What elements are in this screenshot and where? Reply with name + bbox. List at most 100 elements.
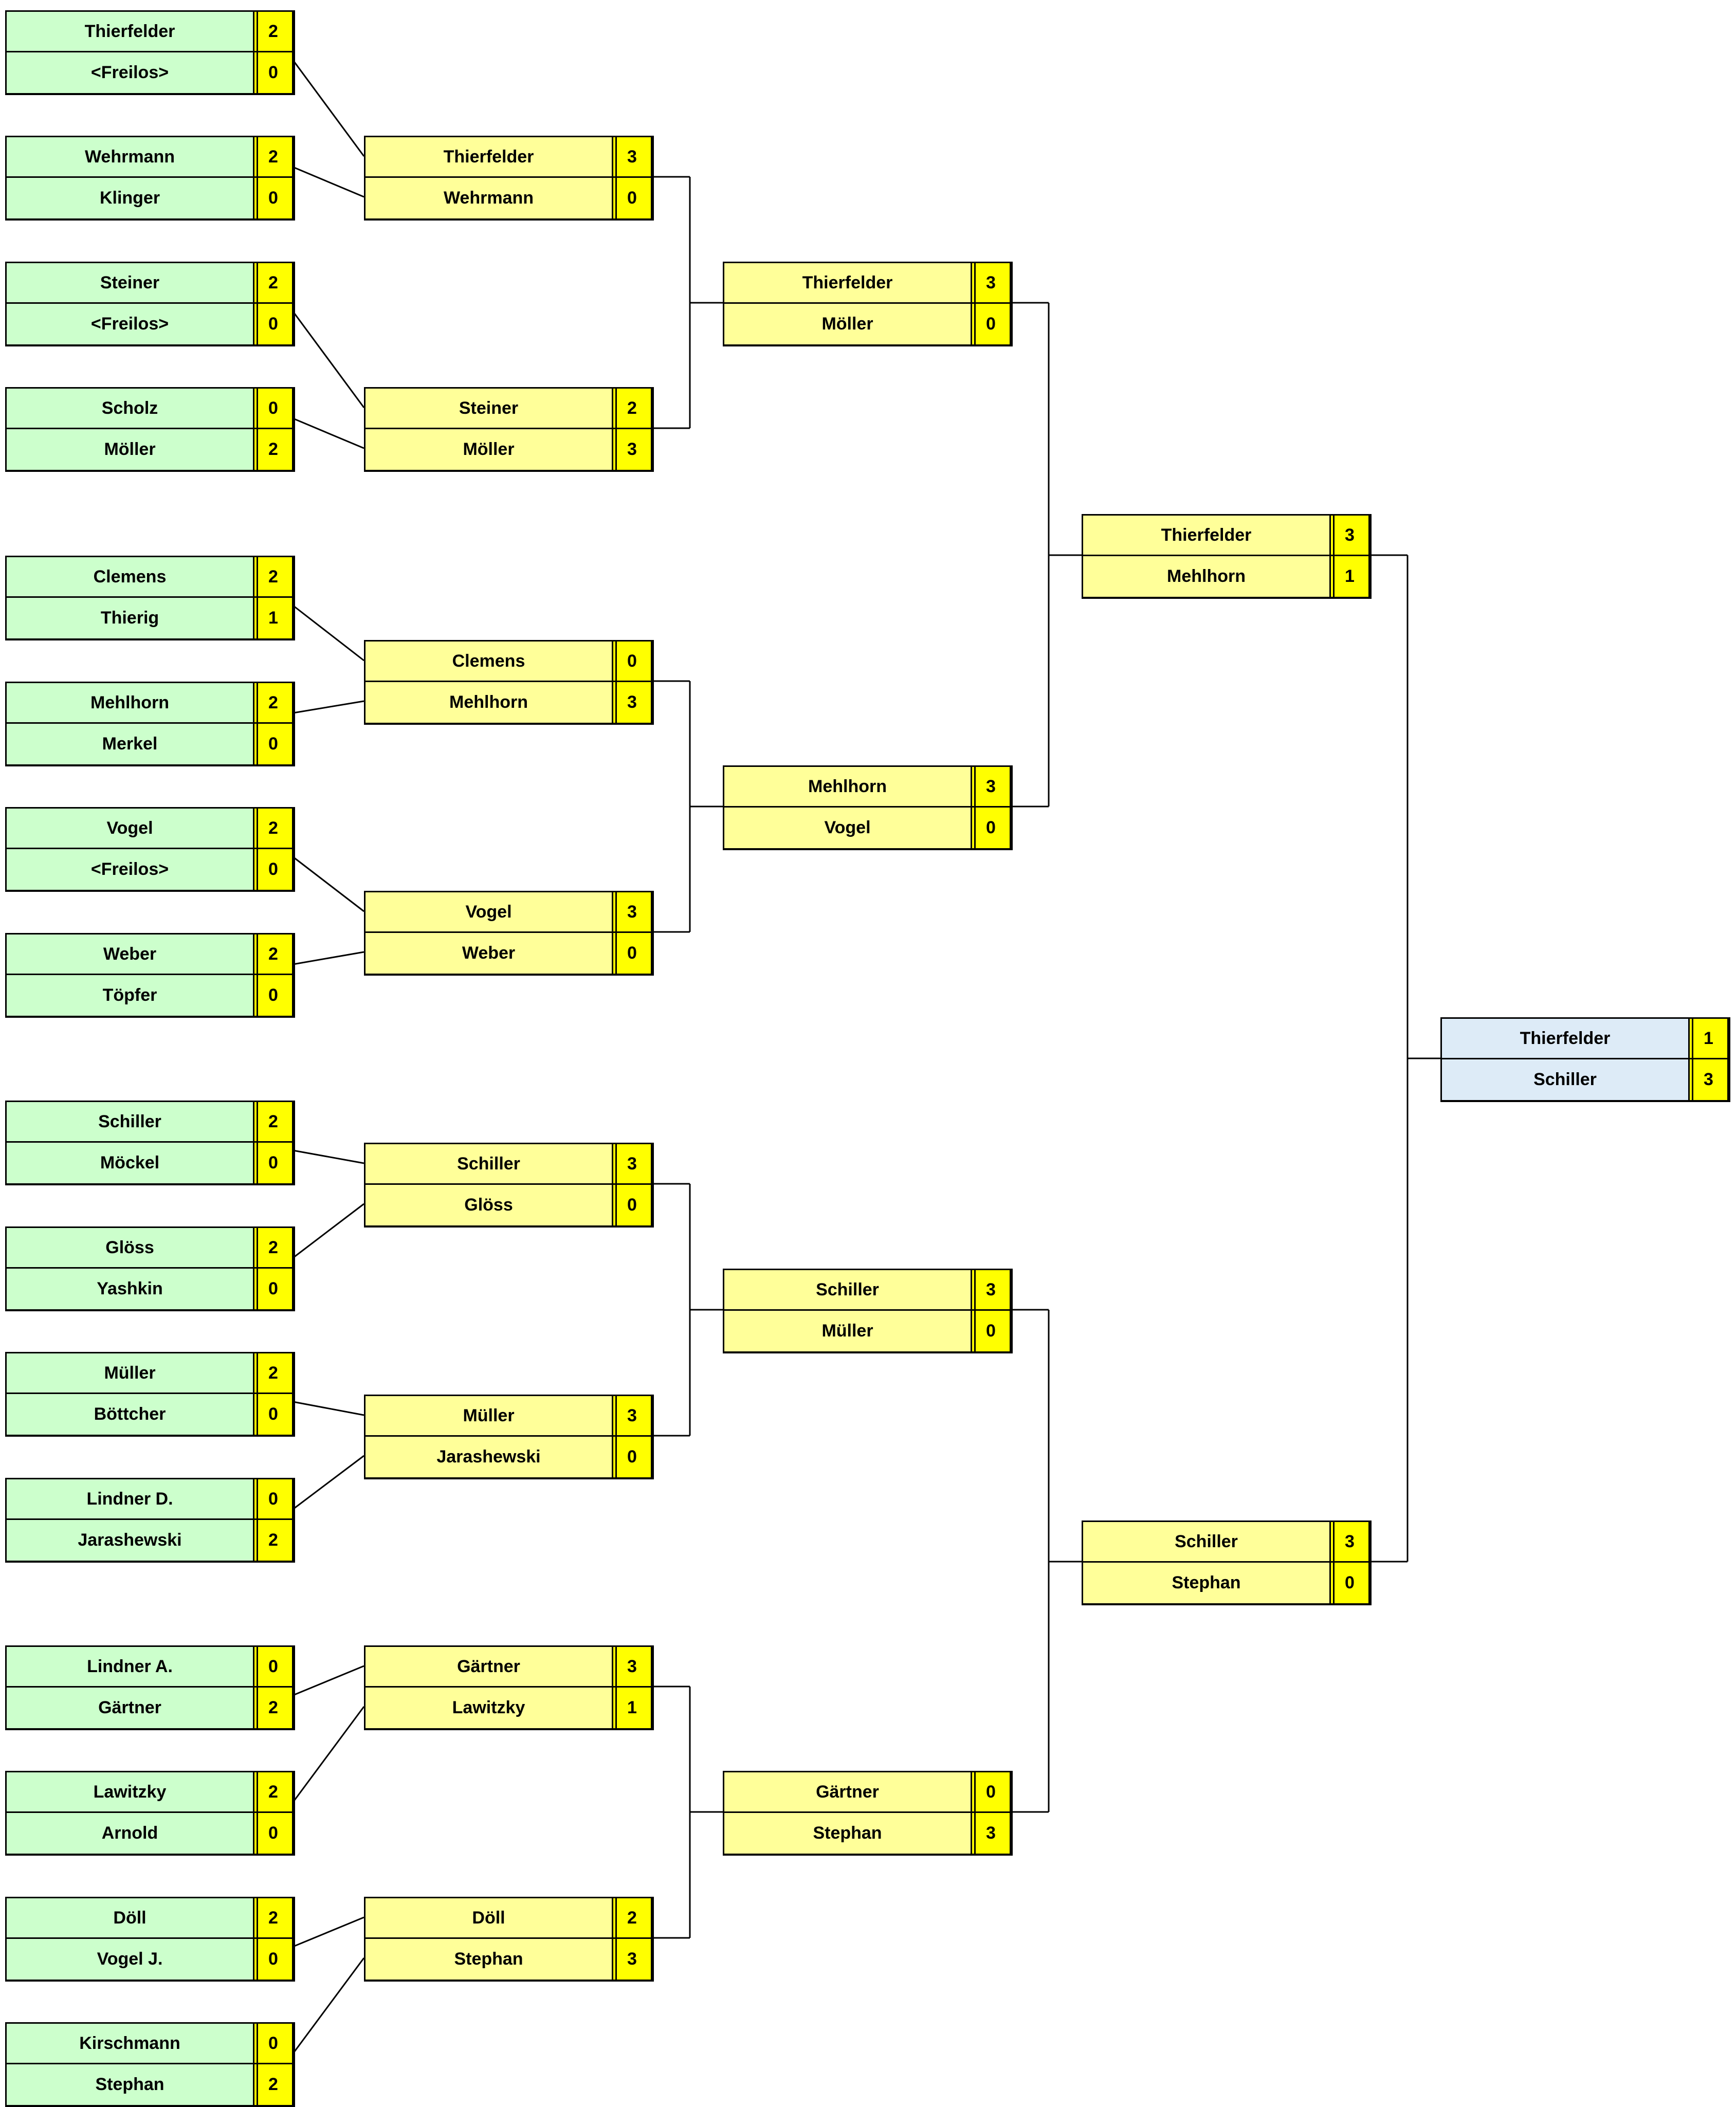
player-name: Thierfelder	[1083, 516, 1329, 555]
connector-line	[292, 311, 365, 408]
player-score: 2	[612, 1898, 651, 1937]
player-score: 0	[253, 1647, 292, 1686]
player-score: 2	[253, 809, 292, 848]
player-name: Stephan	[1083, 1563, 1329, 1603]
player-name: Clemens	[366, 642, 612, 681]
player-score: 0	[253, 724, 292, 764]
player-name: Lindner D.	[7, 1479, 253, 1518]
connector-line	[293, 1665, 364, 1696]
player-name: Müller	[366, 1396, 612, 1435]
player-score: 2	[253, 12, 292, 51]
connector-line	[293, 1916, 364, 1948]
player-name: Müller	[724, 1311, 971, 1351]
player-row: <Freilos>0	[7, 304, 292, 344]
player-name: Stephan	[724, 1813, 971, 1854]
player-score: 3	[1329, 516, 1368, 555]
player-score: 2	[612, 389, 651, 428]
player-name: Vogel	[7, 809, 253, 848]
player-name: Glöss	[366, 1185, 612, 1225]
player-name: Jarashewski	[366, 1437, 612, 1477]
player-score: 3	[971, 767, 1010, 806]
player-name: Schiller	[366, 1144, 612, 1183]
player-score: 2	[253, 1102, 292, 1141]
player-score: 2	[253, 429, 292, 470]
player-score: 2	[253, 683, 292, 722]
player-name: Vogel J.	[7, 1939, 253, 1980]
player-name: Steiner	[7, 263, 253, 302]
player-score: 0	[612, 1185, 651, 1225]
player-score: 0	[612, 178, 651, 218]
player-name: Mehlhorn	[366, 682, 612, 723]
player-name: Gärtner	[366, 1647, 612, 1686]
player-score: 0	[253, 1269, 292, 1309]
player-name: <Freilos>	[7, 304, 253, 344]
player-name: Schiller	[1442, 1059, 1688, 1100]
connector-line	[293, 951, 364, 965]
player-score: 2	[253, 263, 292, 302]
connector-line	[292, 1706, 365, 1803]
player-score: 0	[253, 304, 292, 344]
player-name: Yashkin	[7, 1269, 253, 1309]
player-score: 2	[253, 2064, 292, 2105]
player-score: 3	[612, 137, 651, 176]
player-name: Steiner	[366, 389, 612, 428]
player-score: 0	[612, 1437, 651, 1477]
player-name: Mehlhorn	[1083, 556, 1329, 597]
player-name: <Freilos>	[7, 52, 253, 93]
player-score: 3	[971, 263, 1010, 302]
player-name: Lawitzky	[366, 1688, 612, 1728]
player-score: 0	[612, 642, 651, 681]
player-score: 2	[253, 1520, 292, 1561]
player-name: <Freilos>	[7, 849, 253, 890]
player-score: 0	[971, 808, 1010, 848]
player-score: 0	[253, 1143, 292, 1183]
player-name: Glöss	[7, 1228, 253, 1267]
player-score: 0	[1329, 1563, 1368, 1603]
connector-line	[292, 1957, 365, 2054]
player-row: <Freilos>0	[7, 849, 292, 890]
player-score: 2	[253, 1772, 292, 1811]
connector-line	[293, 1203, 364, 1259]
player-row: <Freilos>0	[7, 52, 292, 93]
